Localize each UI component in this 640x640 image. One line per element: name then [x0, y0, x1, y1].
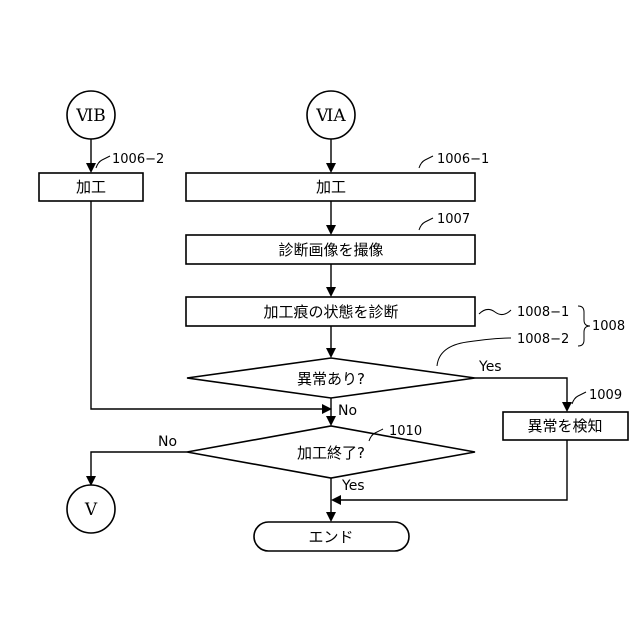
arrow-head — [331, 495, 341, 505]
arrow-head — [562, 402, 572, 412]
ref-1006-2: 1006−2 — [112, 152, 164, 167]
arrow-head — [326, 163, 336, 173]
terminal-end-label: エンド — [308, 528, 353, 546]
ref-leader — [572, 392, 586, 404]
branch-yes-abnormal: Yes — [478, 359, 502, 375]
arrow-head — [326, 348, 336, 358]
branch-no-abnormal: No — [338, 403, 357, 419]
ref-leader — [419, 218, 433, 230]
capture-label: 診断画像を撮像 — [278, 241, 383, 259]
bracket — [578, 306, 590, 346]
ref-1009: 1009 — [589, 388, 622, 403]
ref-1008-2: 1008−2 — [517, 332, 569, 347]
ref-1008-1: 1008−1 — [517, 305, 569, 320]
decision-done-label: 加工終了? — [297, 444, 365, 462]
connector-vib: ⅥB — [67, 91, 115, 139]
ref-1007: 1007 — [437, 212, 470, 227]
branch-yes-done: Yes — [341, 478, 365, 494]
ref-1008: 1008 — [592, 319, 625, 334]
connector-v: Ⅴ — [67, 485, 115, 533]
ref-leader — [419, 156, 433, 168]
ref-1006-1: 1006−1 — [437, 152, 489, 167]
arrow-head — [326, 512, 336, 522]
ref-leader — [479, 309, 511, 314]
diagnose-label: 加工痕の状態を診断 — [263, 303, 398, 321]
connector-via: ⅥA — [307, 91, 355, 139]
detect-label: 異常を検知 — [527, 417, 602, 435]
process-right-label: 加工 — [316, 178, 346, 196]
branch-no-done: No — [158, 434, 177, 450]
arrow-head — [86, 163, 96, 173]
arrow-head — [326, 225, 336, 235]
connector-vib-label: ⅥB — [75, 106, 106, 126]
connector-via-label: ⅥA — [315, 106, 346, 126]
connector-v-label: Ⅴ — [84, 500, 98, 520]
ref-leader — [96, 156, 110, 168]
process-left-label: 加工 — [76, 178, 106, 196]
arrow-head — [326, 287, 336, 297]
arrow-head — [326, 416, 336, 426]
ref-1010: 1010 — [389, 424, 422, 439]
decision-abnormal-label: 異常あり? — [297, 370, 365, 388]
